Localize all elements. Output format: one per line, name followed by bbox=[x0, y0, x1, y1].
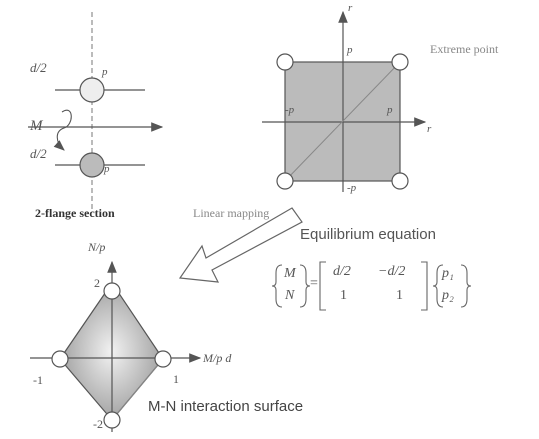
interaction-diagram bbox=[30, 260, 202, 432]
vertex-point-left bbox=[51, 350, 69, 368]
extreme-point-title: Extreme point bbox=[430, 42, 499, 56]
tick-top: 2 bbox=[94, 276, 100, 290]
extreme-point-diagram bbox=[262, 10, 427, 192]
matrix-brackets bbox=[271, 261, 472, 311]
linear-mapping-arrow bbox=[178, 207, 303, 283]
tick-bottom: -2 bbox=[93, 417, 103, 431]
vector-p1: p₁ bbox=[442, 266, 454, 281]
bottom-flange-circle bbox=[79, 152, 105, 178]
corner-point-bottom-left bbox=[276, 172, 294, 190]
extreme-x-axis-label: r bbox=[427, 123, 432, 135]
vertex-point-bottom bbox=[103, 411, 121, 429]
corner-point-top-right bbox=[391, 53, 409, 71]
vertex-point-right bbox=[154, 350, 172, 368]
flange-top-force: p bbox=[102, 66, 108, 78]
interaction-x-axis-suffix: d bbox=[225, 351, 232, 365]
tick-left: -1 bbox=[33, 373, 43, 387]
flange-bottom-half-depth: d/2 bbox=[30, 146, 47, 161]
matrix-m22: 1 bbox=[396, 288, 403, 303]
extreme-right-value: p bbox=[387, 104, 393, 116]
corner-point-bottom-right bbox=[391, 172, 409, 190]
flange-section bbox=[28, 12, 164, 210]
flange-top-half-depth: d/2 bbox=[30, 60, 47, 75]
square-diagonal bbox=[284, 61, 401, 182]
tick-right: 1 bbox=[173, 372, 179, 386]
linear-mapping-label: Linear mapping bbox=[193, 206, 270, 220]
vector-n: N bbox=[285, 288, 295, 303]
vector-p2: p₂ bbox=[442, 288, 454, 303]
vector-m: M bbox=[284, 266, 296, 281]
flange-section-caption: 2-flange section bbox=[35, 206, 115, 220]
moment-arrow bbox=[53, 109, 72, 151]
diamond-inner-line bbox=[111, 358, 164, 421]
equilibrium-title: Equilibrium equation bbox=[300, 226, 436, 243]
moment-label: M bbox=[30, 118, 43, 134]
top-flange-circle bbox=[79, 77, 105, 103]
extreme-bottom-value: -p bbox=[347, 182, 357, 194]
flange-bottom-force: p bbox=[104, 163, 110, 175]
vertex-point-top bbox=[103, 282, 121, 300]
equals-sign: = bbox=[310, 276, 318, 291]
matrix-m21: 1 bbox=[340, 288, 347, 303]
extreme-top-value: p bbox=[347, 44, 353, 56]
extreme-left-value: -p bbox=[285, 104, 295, 116]
matrix-m12: −d/2 bbox=[378, 264, 406, 279]
interaction-caption: M-N interaction surface bbox=[148, 398, 304, 415]
interaction-y-axis-label: N/p bbox=[88, 240, 106, 254]
corner-point-top-left bbox=[276, 53, 294, 71]
interaction-x-axis-label: M/p d bbox=[203, 351, 232, 365]
matrix-m11: d/2 bbox=[333, 264, 351, 279]
extreme-y-axis-label: r bbox=[348, 2, 353, 14]
